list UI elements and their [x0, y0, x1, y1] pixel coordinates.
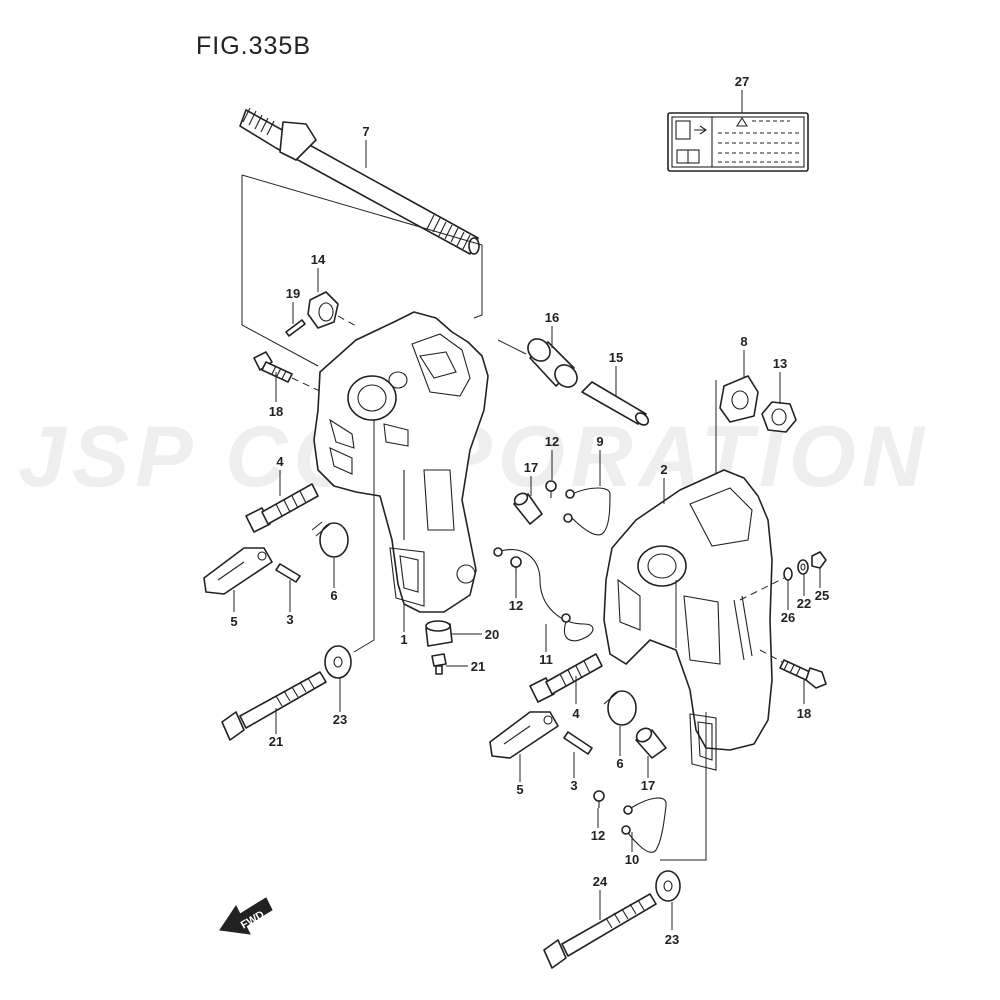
callout-23-left: 23 [333, 712, 347, 727]
collar-17-lower-part [635, 727, 667, 759]
screw-12-upper-part [545, 480, 557, 498]
callout-19: 19 [286, 286, 300, 301]
callout-9: 9 [596, 434, 603, 449]
arm-5-left-part [203, 547, 273, 595]
callout-4-right: 4 [572, 706, 580, 721]
bolt-24-part [543, 893, 657, 969]
callout-20: 20 [485, 627, 499, 642]
screw-4-left-part [245, 483, 319, 533]
callout-5-left: 5 [230, 614, 237, 629]
callout-24: 24 [593, 874, 608, 889]
tilt-shaft-part [239, 107, 480, 255]
arm-5-right-part [489, 711, 559, 759]
callout-6-right: 6 [616, 756, 623, 771]
washer-23-right-part [655, 870, 681, 902]
stopper-20-part [425, 620, 453, 647]
pin-3-right-part [563, 731, 593, 755]
callout-8: 8 [740, 334, 747, 349]
callout-17-upper: 17 [524, 460, 538, 475]
callout-22: 22 [797, 596, 811, 611]
nut-13-part [761, 401, 797, 433]
bolt-21-small-part [431, 653, 447, 675]
callout-leaders [233, 90, 821, 930]
nut-25-part [811, 551, 827, 569]
pad-6-right-part [603, 690, 637, 726]
sleeve-16-part [527, 338, 578, 388]
ground-lead-9-part [563, 487, 611, 536]
callout-1: 1 [400, 632, 407, 647]
plate-8-part [719, 375, 759, 423]
callout-3-right: 3 [570, 778, 577, 793]
callout-15: 15 [609, 350, 623, 365]
pin-3-left-part [275, 563, 301, 583]
ground-lead-10-part [621, 797, 667, 853]
callout-18-left: 18 [269, 404, 283, 419]
callout-2: 2 [660, 462, 667, 477]
callout-14: 14 [311, 252, 326, 267]
washer-22-part [797, 559, 809, 575]
callout-12-lower: 12 [591, 828, 605, 843]
screw-12-lower-part [593, 790, 605, 808]
callout-12-upper: 12 [545, 434, 559, 449]
callout-27: 27 [735, 74, 749, 89]
ground-lead-11-part [493, 547, 594, 642]
callout-16: 16 [545, 310, 559, 325]
callout-23-right: 23 [665, 932, 679, 947]
pad-6-left-part [315, 522, 349, 558]
callout-25: 25 [815, 588, 829, 603]
pin-15-part [581, 381, 650, 426]
callout-7: 7 [362, 124, 369, 139]
callout-26: 26 [781, 610, 795, 625]
callout-11: 11 [539, 652, 553, 667]
bolt-18-left-part [253, 351, 323, 393]
fwd-arrow-icon [219, 897, 273, 935]
clamp-bracket-2-part [603, 469, 773, 771]
pin-19-part [285, 319, 306, 337]
washer-23-left-part [324, 645, 352, 679]
callout-21-small: 21 [471, 659, 485, 674]
bolt-21-long-part [221, 671, 327, 741]
callout-5-right: 5 [516, 782, 523, 797]
warning-label-part [667, 112, 809, 172]
bolt-18-right-part [759, 649, 827, 689]
callout-6-left: 6 [330, 588, 337, 603]
callout-4-left: 4 [276, 454, 284, 469]
screw-4-right-part [529, 653, 603, 703]
clamp-bracket-1-part [313, 311, 489, 613]
bushing-14-part [307, 291, 357, 329]
callout-3-left: 3 [286, 612, 293, 627]
collar-17-upper-part [513, 492, 543, 525]
callout-labels: 27 7 14 19 18 16 15 8 13 12 9 17 2 4 6 5… [230, 74, 829, 947]
callout-12-mid: 12 [509, 598, 523, 613]
callout-17-lower: 17 [641, 778, 655, 793]
callout-13: 13 [773, 356, 787, 371]
screw-12-mid-part [510, 556, 522, 574]
callout-18-right: 18 [797, 706, 811, 721]
figure-title: FIG.335B [196, 32, 311, 60]
washer-26-part [783, 567, 793, 581]
callout-21-long: 21 [269, 734, 283, 749]
callout-10: 10 [625, 852, 639, 867]
